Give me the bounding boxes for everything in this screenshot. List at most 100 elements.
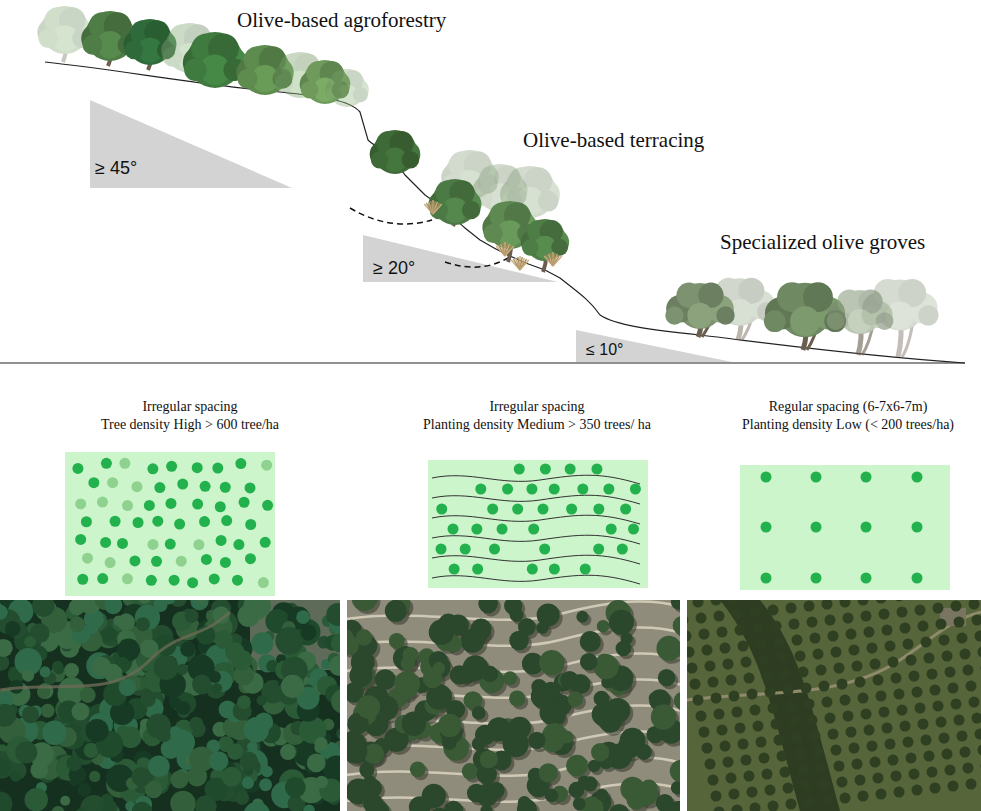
- canopy-blob: [71, 703, 89, 721]
- canopy-blob: [22, 706, 39, 723]
- grove-tree: [735, 625, 746, 636]
- grove-tree: [699, 629, 710, 640]
- tree-dot: [617, 544, 628, 555]
- canopy-blob: [66, 755, 82, 771]
- canopy-blob: [444, 801, 464, 811]
- grove-tree: [768, 605, 779, 616]
- grove-tree: [897, 705, 908, 716]
- tree-dot: [436, 544, 447, 555]
- grove-tree: [795, 651, 806, 662]
- canopy-blob: [280, 744, 296, 760]
- canopy-blob: [582, 776, 597, 791]
- canopy-blob: [670, 760, 680, 783]
- canopy-blob: [40, 666, 51, 677]
- tree-dot: [580, 564, 591, 575]
- tree-dot: [193, 539, 204, 550]
- tree-dot: [232, 575, 243, 586]
- tree-canopy: [918, 305, 938, 325]
- grove-tree: [969, 697, 980, 708]
- canopy-blob: [351, 750, 363, 762]
- grove-tree: [777, 751, 788, 762]
- canopy-blob: [351, 651, 375, 675]
- aerial-photo: [0, 600, 340, 811]
- tree-canopy: [876, 312, 894, 330]
- grove-tree: [918, 719, 929, 730]
- canopy-blob: [148, 755, 170, 777]
- canopy-blob: [539, 650, 564, 675]
- tree-dot: [174, 519, 185, 530]
- canopy-blob: [237, 695, 251, 709]
- canopy-blob: [104, 600, 122, 614]
- canopy-blob: [539, 763, 558, 782]
- olive-tree: [370, 130, 421, 174]
- grove-tree: [804, 699, 815, 710]
- canopy-blob: [225, 642, 244, 661]
- tree-dot: [912, 573, 923, 584]
- canopy-blob: [10, 770, 21, 781]
- grove-tree: [837, 679, 848, 690]
- grove-tree: [696, 711, 707, 722]
- grove-tree: [891, 771, 902, 782]
- canopy-blob: [593, 654, 618, 679]
- canopy-blob: [478, 600, 497, 613]
- canopy-blob: [576, 611, 588, 623]
- terrace-contour: [432, 475, 640, 484]
- tree-canopy: [665, 306, 683, 324]
- grove-tree: [783, 685, 794, 696]
- canopy-blob: [488, 782, 505, 799]
- aerial-photos: [0, 565, 981, 811]
- tree-dot: [630, 484, 641, 495]
- tree-dot: [220, 482, 231, 493]
- grove-tree: [966, 779, 977, 790]
- tree-dot: [449, 564, 460, 575]
- tree-dot: [212, 463, 223, 474]
- grove-tree: [921, 735, 932, 746]
- grove-tree: [954, 617, 965, 628]
- tree-dot: [97, 497, 108, 508]
- tree-dot: [912, 522, 923, 533]
- grove-tree: [951, 601, 962, 612]
- grove-tree: [855, 775, 866, 786]
- canopy-blob: [363, 794, 383, 811]
- grove-tree: [858, 693, 869, 704]
- grove-tree: [708, 775, 719, 786]
- canopy-blob: [157, 729, 171, 743]
- canopy-blob: [180, 642, 195, 657]
- grove-tree: [747, 787, 758, 798]
- grove-tree: [810, 633, 821, 644]
- grove-tree: [882, 723, 893, 734]
- canopy-blob: [503, 671, 517, 685]
- canopy-blob: [666, 801, 680, 811]
- grove-tree: [873, 675, 884, 686]
- grove-tree: [858, 791, 869, 802]
- tree-dot: [239, 497, 250, 508]
- grove-tree: [780, 669, 791, 680]
- tree-dot: [261, 460, 272, 471]
- tree-dot: [549, 564, 560, 575]
- grove-tree: [903, 639, 914, 650]
- grove-tree: [936, 717, 947, 728]
- grove-tree: [759, 655, 770, 666]
- canopy-blob: [671, 781, 680, 794]
- grove-tree: [858, 600, 869, 606]
- canopy-blob: [64, 663, 79, 678]
- canopy-blob: [185, 609, 199, 623]
- terrace-contour: [432, 555, 640, 564]
- canopy-blob: [315, 776, 328, 789]
- grove-tree: [867, 643, 878, 654]
- grove-tree: [927, 767, 938, 778]
- grove-tree: [741, 755, 752, 766]
- grove-tree: [771, 719, 782, 730]
- canopy-blob: [103, 800, 118, 811]
- canopy-blob: [209, 751, 229, 771]
- system-title: Specialized olive groves: [720, 230, 925, 255]
- canopy-blob: [580, 653, 598, 671]
- grove-tree: [927, 669, 938, 680]
- tree-dot: [192, 499, 203, 510]
- canopy-blob: [22, 669, 34, 681]
- grove-tree: [876, 691, 887, 702]
- tree-belt: [720, 600, 840, 811]
- shrub: [544, 252, 562, 266]
- canopy-blob: [528, 732, 545, 749]
- tree-dot: [540, 464, 551, 475]
